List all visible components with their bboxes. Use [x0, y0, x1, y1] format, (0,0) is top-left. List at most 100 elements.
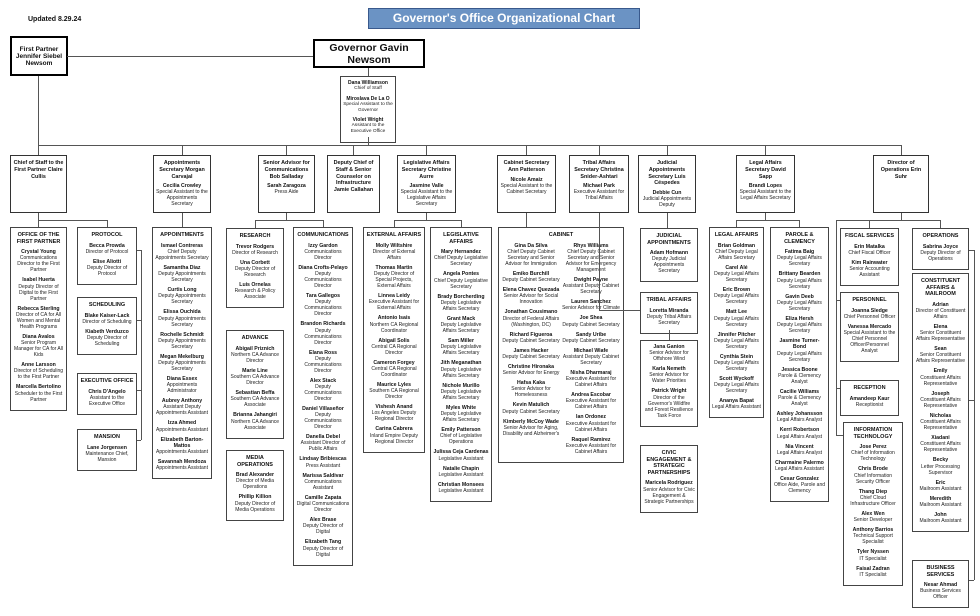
exec-box-tribal-affairs-secretary: Tribal Affairs Secretary Christina Snide… [569, 155, 629, 213]
person-name: Vishesh Anand [375, 404, 413, 411]
person-title: Appointments Administrator [166, 382, 198, 395]
person-title: Director of CA for All Women and Mental … [15, 311, 61, 330]
person-name: Chris D'Angelo [88, 388, 126, 395]
person-name: Jith Meganathan [440, 360, 482, 367]
person-name: Brandon Richards [300, 321, 346, 328]
person-name: Rochelle Schmidt [160, 331, 204, 338]
person-title: Deputy Cabinet Secretary [562, 337, 620, 344]
person-name: Erin Matalka [854, 243, 885, 250]
person-title: Executive Assistant for Cabinet Affairs [565, 442, 617, 455]
connector-line [667, 213, 668, 228]
connector-line [765, 145, 766, 155]
section-title: INFORMATION TECHNOLOGY [853, 427, 893, 440]
person-name: Kevin Matulich [512, 402, 550, 409]
section-title: OFFICE OF THE FIRST PARTNER [16, 232, 61, 245]
person-title: Deputy Legal Affairs Secretary [777, 299, 822, 312]
person-title: Legislative Assistant [438, 488, 484, 494]
section-civic-engagement: CIVIC ENGAGEMENT & STRATEGIC PARTNERSHIP… [640, 445, 698, 513]
person-title: Chief of Staff [354, 86, 382, 91]
connector-line [67, 56, 313, 57]
person-name: Diana Essex [166, 376, 198, 382]
person-name: Cesar Gonzalez [780, 476, 819, 482]
connector-line [969, 580, 974, 581]
person-title: Parole & Clemency Analyst [778, 395, 821, 408]
person-name: Jose Perez [859, 444, 887, 451]
person-name: Antonio Isais [377, 315, 411, 322]
person-name: Trevor Rodgers [235, 243, 275, 250]
connector-line [599, 145, 600, 155]
person-title: Chief of Information Technology [851, 450, 895, 463]
person-name: Karla Nemeth [652, 366, 686, 373]
person-title: Deputy Appointments Secretary [158, 293, 206, 306]
person-name: Sam Miller [448, 338, 474, 345]
connector-line [137, 440, 141, 441]
person-name: Elissa Ouchida [163, 309, 201, 316]
person-name: Elana Ross [309, 349, 337, 356]
person-name: Brandi Lopes [748, 183, 783, 190]
person-name: Joanna Sledge [851, 307, 888, 314]
person-title: Maintenance Chief, Mansion [85, 450, 129, 463]
person-name: Nia Vincent [785, 443, 814, 450]
person-name: Hafsa Kaka [517, 380, 545, 387]
exec-box-judicial-appointments-secretary: Judicial Appointments Secretary Luis Cés… [638, 155, 696, 213]
connector-line [974, 250, 975, 580]
person-title: Deputy Cabinet Secretary [502, 277, 560, 284]
person-name: Nichole Murillo [442, 382, 480, 389]
person-title: Deputy Legal Affairs Secretary [714, 315, 759, 328]
person-title: Letter Processing Supervisor [921, 463, 960, 476]
connector-line [137, 390, 141, 391]
person-name: Thomas Martin [375, 264, 413, 271]
exec-box-deputy-chief-of-staff: Deputy Chief of Staff & Senior Counselor… [327, 155, 380, 213]
person-name: Maricela Rodriguez [645, 480, 693, 487]
connector-line [255, 220, 324, 221]
person-title: Director of Federal Affairs (Washington,… [502, 315, 560, 328]
person-name: Carina Cabrera [375, 426, 413, 433]
exec-heading: Appointments Secretary Morgan Carvajal [159, 160, 205, 180]
person-name: Richard Figueroa [509, 331, 553, 338]
person-name: Grant Mack [446, 315, 476, 322]
section-title: EXTERNAL AFFAIRS [366, 232, 422, 238]
person-name: Camille Zapata [304, 494, 342, 501]
person-title: Executive Assistant for Cabinet Affairs [565, 376, 617, 389]
section-title: BUSINESS SERVICES [926, 565, 955, 578]
exec-heading: Director of Operations Erin Suhr [880, 160, 922, 180]
person-title: Deputy Legal Affairs Secretary [777, 350, 822, 363]
person-title: Deputy Legal Affairs Secretary [777, 255, 822, 268]
